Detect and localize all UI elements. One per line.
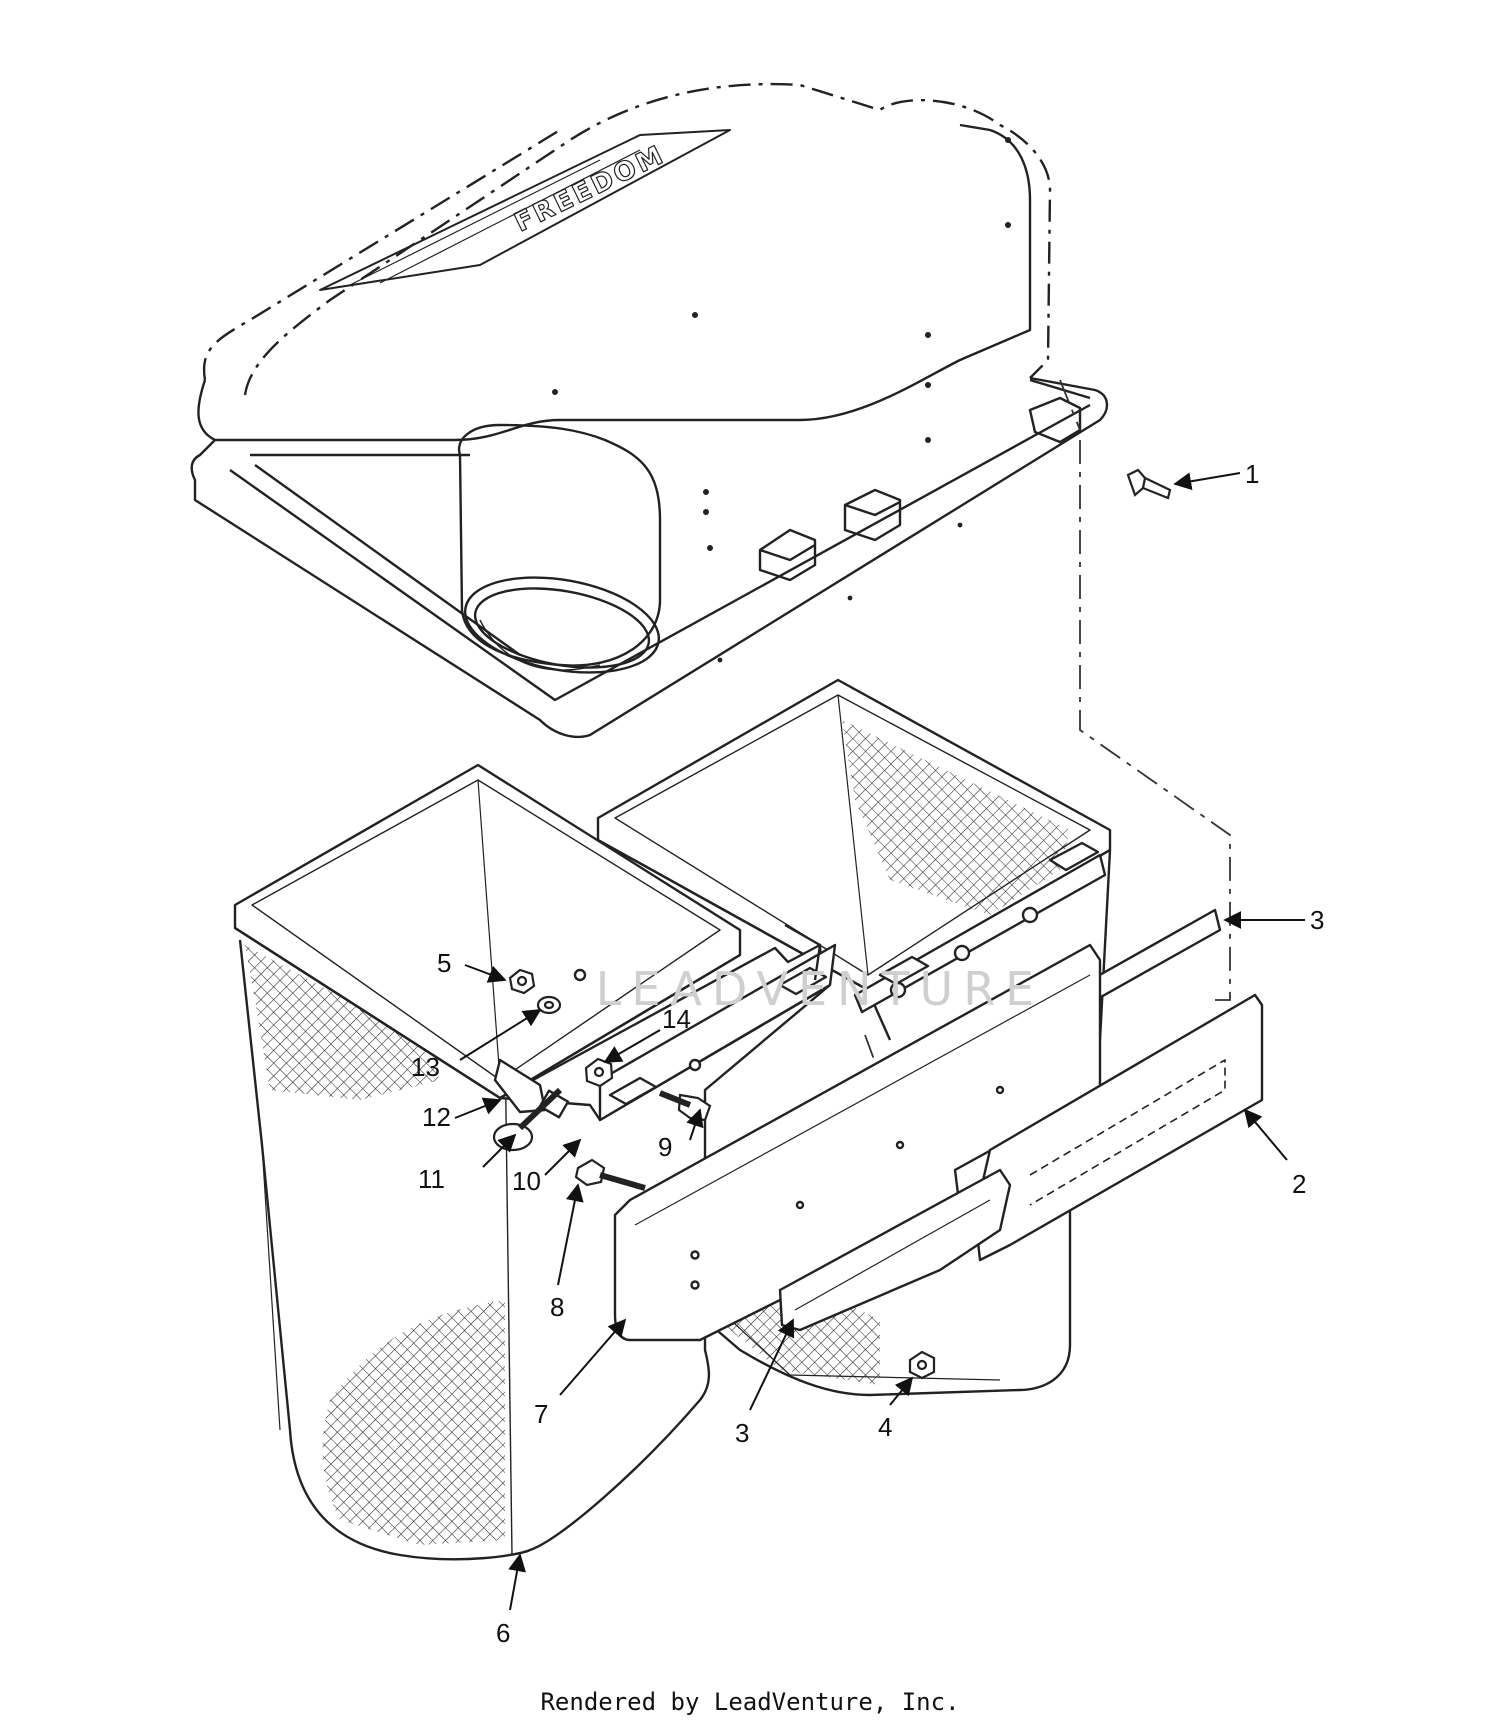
- footer-credit: Rendered by LeadVenture, Inc.: [540, 1688, 960, 1716]
- washer-part-13: [536, 995, 562, 1015]
- callout-9: 9: [658, 1132, 672, 1162]
- callout-leaders: [454, 472, 1305, 1611]
- callout-1: 1: [1245, 459, 1259, 489]
- callout-2: 2: [1292, 1169, 1306, 1199]
- cover-rivet-holes: [552, 137, 1011, 663]
- callout-3-upper: 3: [1310, 905, 1324, 935]
- hardware: [492, 468, 1172, 1380]
- callout-3-lower: 3: [735, 1418, 749, 1448]
- bolt-part-8: [574, 1158, 646, 1191]
- callout-10: 10: [512, 1166, 541, 1196]
- callout-14: 14: [662, 1004, 691, 1034]
- callout-4: 4: [878, 1412, 892, 1442]
- callout-8: 8: [550, 1292, 564, 1322]
- bag-cover: FREEDOM: [190, 82, 1109, 739]
- callout-11: 11: [418, 1164, 445, 1194]
- pin-part-1: [1126, 468, 1172, 500]
- callout-labels: 1 2 3 3 4 5 6 7 8 9 10 11 12 13 14: [411, 459, 1324, 1648]
- watermark: LEADVENTURE: [596, 962, 1045, 1016]
- callout-12: 12: [422, 1102, 451, 1132]
- callout-5: 5: [437, 948, 451, 978]
- callout-6: 6: [496, 1618, 510, 1648]
- nut-part-4: [908, 1350, 936, 1380]
- callout-13: 13: [411, 1052, 440, 1082]
- cover-logo: FREEDOM: [510, 139, 670, 238]
- nut-part-14: [584, 1057, 614, 1088]
- callout-7: 7: [534, 1399, 548, 1429]
- nut-part-5: [508, 968, 536, 995]
- brackets: [613, 908, 1264, 1342]
